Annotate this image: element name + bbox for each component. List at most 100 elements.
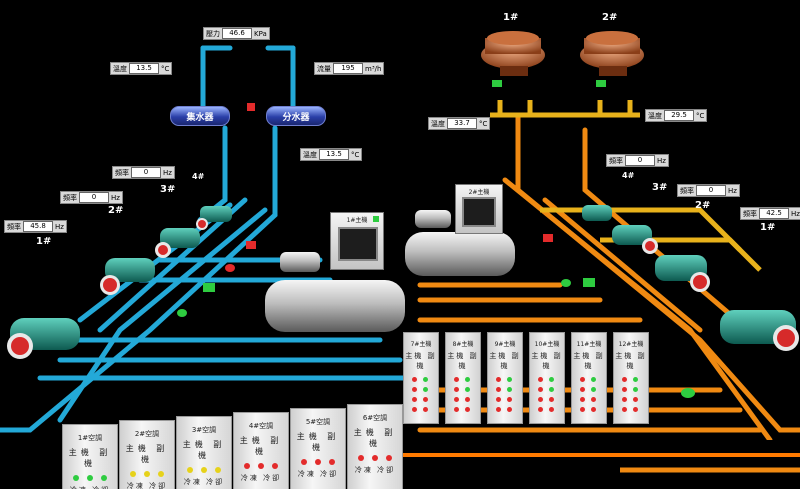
front-cabinet-6[interactable]: 6#空調主機 副機冷凍 冷卻 [347,404,403,489]
temp-a-unit: °C [479,119,488,128]
cabinet-row-label: 主機 副機 [353,428,397,448]
chiller-2-panel[interactable]: 2#主機 [455,184,503,234]
chiller-1-panel[interactable]: 1#主機 [330,212,384,270]
cabinet-row-label-2: 冷凍 冷卻 [63,485,117,489]
front-cabinet-2[interactable]: 2#空調主機 副機冷凍 冷卻 [119,420,175,489]
flow-readout: 流量 195 m³/h [314,62,385,75]
cabinet-row-label-2: 冷凍 冷卻 [183,478,225,486]
cabinet-status-leds [177,467,231,473]
status-led [622,397,627,402]
back-cabinet-8[interactable]: 8#主機主機 副機 [445,332,481,424]
back-cabinet-12[interactable]: 12#主機主機 副機 [613,332,649,424]
cabinet-title: 8#主機 [452,341,474,348]
cabinet-row-label: 主機 副機 [615,352,647,370]
cabinet-row-label-2: 冷凍 冷卻 [354,466,396,474]
status-led [158,471,164,477]
status-led [465,387,470,392]
left-pump-2 [100,258,155,295]
rp1-label: 頻率 [743,209,757,218]
status-led [507,407,512,412]
right-pump-1 [720,310,799,351]
cabinet-title: 10#主機 [534,341,560,348]
status-led [465,407,470,412]
status-led [591,407,596,412]
cabinet-title: 11#主機 [576,341,602,348]
front-cabinet-5[interactable]: 5#空調主機 副機冷凍 冷卻 [290,408,346,489]
rp1-value: 42.5 [759,208,789,219]
cooling-tower-1 [481,31,545,76]
mid-temperature-readout: 溫度 13.5 °C [300,148,363,161]
back-cabinet-11[interactable]: 11#主機主機 副機 [571,332,607,424]
status-led [423,397,428,402]
right-pump-4-tag: 4# [622,171,635,180]
status-led [591,377,596,382]
cabinet-row-label: 主機 副機 [68,448,112,468]
status-led [372,455,378,461]
back-cabinet-10[interactable]: 10#主機主機 副機 [529,332,565,424]
pressure-value: 46.6 [222,28,252,39]
chilled-water-pipes [0,45,423,433]
cabinet-status-leds [348,455,402,461]
tower-temperature-b: 溫度 29.5 °C [645,109,708,122]
tower-temperature-a: 溫度 33.7 °C [428,117,491,130]
status-led [130,471,136,477]
cabinet-status-leds [446,371,480,412]
front-cabinet-4[interactable]: 4#空調主機 副機冷凍 冷卻 [233,412,289,489]
right-pump-3-tag: 3# [652,182,668,193]
temp-mid-unit: °C [351,150,360,159]
left-pump-2-tag: 2# [108,205,124,216]
status-led [507,387,512,392]
water-distributor[interactable]: 分水器 [266,106,326,126]
cabinet-title: 2#空調 [134,430,160,438]
status-led [633,377,638,382]
rp2-value: 0 [696,185,726,196]
lp2-unit: Hz [111,193,120,202]
cabinet-status-leds [488,371,522,412]
lp3-unit: Hz [163,168,172,177]
cooling-tower-2 [580,31,644,76]
status-led [549,377,554,382]
status-led [386,455,392,461]
status-led [144,471,150,477]
status-led [549,397,554,402]
status-led [591,387,596,392]
temp-b-label: 溫度 [648,111,662,120]
left-temperature-readout: 溫度 13.5 °C [110,62,173,75]
status-led [454,397,459,402]
right-pump-3-frequency: 頻率 0 Hz [606,154,669,167]
status-led [358,455,364,461]
lp1-value: 45.8 [23,221,53,232]
status-led [454,407,459,412]
status-led [101,475,107,481]
right-pump-2 [655,255,710,292]
front-cabinet-3[interactable]: 3#空調主機 副機冷凍 冷卻 [176,416,232,489]
status-led [244,463,250,469]
status-led [412,407,417,412]
back-cabinet-7[interactable]: 7#主機主機 副機 [403,332,439,424]
left-pump-1 [7,318,80,359]
status-led [538,377,543,382]
cabinet-title: 6#空調 [362,414,388,422]
chiller-1-status-led [373,216,379,222]
left-pump-2-frequency: 頻率 0 Hz [60,191,123,204]
status-led [496,377,501,382]
cabinet-row-label: 主機 副機 [573,352,605,370]
rp3-unit: Hz [657,156,666,165]
rp3-value: 0 [625,155,655,166]
flow-value: 195 [333,63,363,74]
chiller-1-title: 1#主機 [346,217,368,224]
cabinet-status-leds [572,371,606,412]
rp1-unit: Hz [791,209,800,218]
status-led [507,377,512,382]
status-led [423,407,428,412]
back-cabinet-9[interactable]: 9#主機主機 副機 [487,332,523,424]
status-led [258,463,264,469]
status-led [580,387,585,392]
cabinet-title: 9#主機 [494,341,516,348]
cabinet-status-leds [234,463,288,469]
status-led [538,387,543,392]
status-led [301,459,307,465]
water-collector[interactable]: 集水器 [170,106,230,126]
pressure-label: 壓力 [206,29,220,38]
